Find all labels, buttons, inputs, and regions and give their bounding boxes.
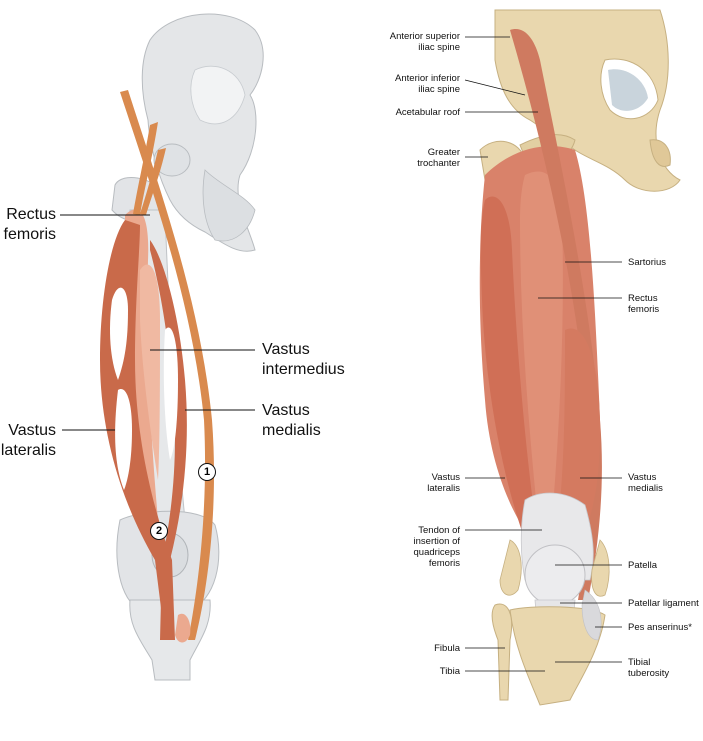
sartorius-muscle [120, 90, 215, 640]
rectus-tendon-2 [140, 148, 166, 215]
label-line: Anterior inferior [395, 73, 460, 84]
anatomical-illustration [464, 9, 681, 706]
rectus-tendon-1 [133, 122, 158, 215]
label-line: Fibula [434, 643, 460, 654]
label-line: insertion of [413, 536, 460, 547]
pes-anserinus-real [581, 589, 602, 641]
femoral-condyle-left [499, 539, 522, 596]
label-rectus-femoris-r: Rectus femoris [628, 293, 659, 315]
label-sartorius: Sartorius [628, 257, 666, 268]
label-rectus-femoris: Rectus femoris [0, 205, 56, 245]
vastus-lateralis-window-2 [115, 389, 132, 490]
label-line: Vastus [431, 472, 460, 483]
label-line: Tibial [628, 657, 651, 668]
label-line: Greater [427, 147, 460, 158]
label-aiis: Anterior inferior iliac spine [360, 73, 460, 95]
schematic-panel: Rectus femoris Vastus intermedius Vastus… [0, 13, 345, 681]
label-vastus-intermedius: Vastus intermedius [262, 340, 345, 380]
fibula-real [491, 603, 513, 701]
label-line: Vastus [8, 422, 56, 439]
pubic-bone [202, 169, 256, 242]
label-line: femoris [428, 558, 460, 569]
label-line: lateralis [427, 483, 460, 494]
label-patella: Patella [628, 560, 657, 571]
label-acetabular-roof: Acetabular roof [360, 107, 460, 118]
label-line: Tendon of [418, 525, 460, 536]
patella-real [524, 544, 586, 606]
leader-aiis [464, 79, 526, 96]
label-fibula: Fibula [360, 643, 460, 654]
label-vastus-lateralis: Vastus lateralis [0, 421, 56, 461]
label-line: medialis [628, 483, 663, 494]
label-line: intermedius [262, 361, 345, 378]
pelvis-bone-real [494, 9, 681, 192]
label-line: Tibia [439, 666, 460, 677]
vastus-medialis-window [163, 327, 178, 460]
vastus-medialis-muscle [150, 240, 187, 640]
label-patellar-ligament: Patellar ligament [628, 598, 699, 609]
label-line: medialis [262, 422, 321, 439]
pelvis-shadow [190, 65, 246, 125]
label-line: iliac spine [418, 42, 460, 53]
label-line: quadriceps [413, 547, 460, 558]
vastus-lateralis-window [110, 287, 128, 380]
label-tibial-tuberosity: Tibial tuberosity [628, 657, 669, 679]
label-line: Rectus [6, 206, 56, 223]
label-line: tuberosity [628, 668, 670, 679]
label-line: lateralis [0, 442, 56, 459]
label-line: femoris [3, 226, 56, 243]
label-line: Pes anserinus* [628, 622, 692, 633]
label-line: Vastus [628, 472, 657, 483]
label-line: Vastus [262, 402, 310, 419]
femoral-condyle-right [591, 539, 610, 597]
label-pes-anserinus: Pes anserinus* [628, 622, 692, 633]
label-tendon-of-insertion: Tendon of insertion of quadriceps femori… [360, 525, 460, 569]
label-asis: Anterior superior iliac spine [360, 31, 460, 53]
label-greater-trochanter: Greater trochanter [360, 147, 460, 169]
label-vastus-medialis-r: Vastus medialis [628, 472, 663, 494]
label-line: Vastus [262, 341, 310, 358]
vastus-lateralis-real [480, 196, 538, 540]
pubic-symphysis [649, 139, 671, 167]
label-line: Patella [628, 560, 658, 571]
label-line: trochanter [417, 158, 460, 169]
pes-anserinus-shape [175, 613, 191, 643]
vastus-intermedius-muscle [140, 264, 160, 480]
label-line: Anterior superior [389, 31, 460, 42]
label-tibia: Tibia [360, 666, 460, 677]
marker-2: 2 [150, 522, 168, 540]
marker-1: 1 [198, 463, 216, 481]
rectus-femoris-real [520, 171, 563, 521]
label-line: Rectus [628, 293, 658, 304]
label-line: Patellar ligament [628, 598, 699, 609]
label-vastus-lateralis-r: Vastus lateralis [360, 472, 460, 494]
label-vastus-medialis: Vastus medialis [262, 401, 321, 441]
anatomical-panel: Anterior superior iliac spine Anterior i… [360, 0, 703, 741]
obturator-membrane [608, 69, 648, 111]
tibia-real [509, 606, 606, 706]
vastus-medialis-real [555, 328, 600, 545]
label-line: femoris [628, 304, 660, 315]
label-line: Sartorius [628, 257, 667, 268]
label-line: Acetabular roof [395, 107, 460, 118]
label-line: iliac spine [418, 84, 460, 95]
